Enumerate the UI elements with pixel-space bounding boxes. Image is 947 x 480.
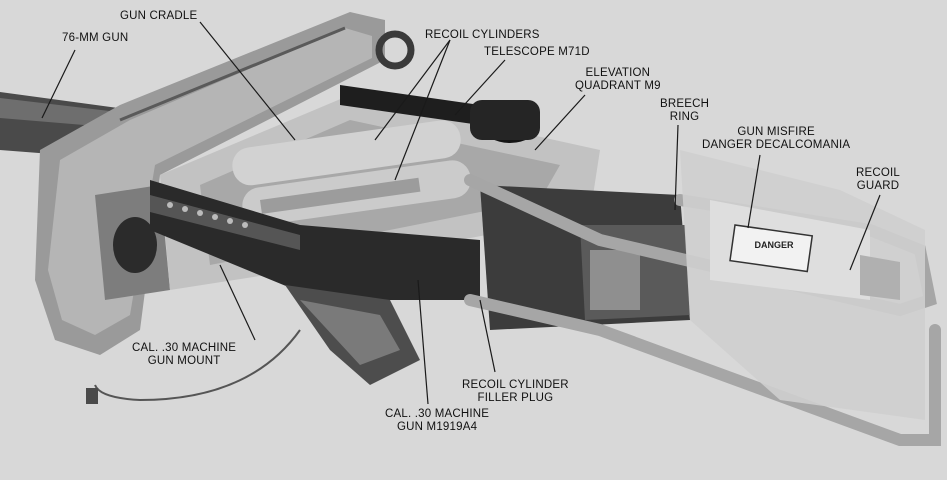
leader-76mm-gun xyxy=(41,49,76,119)
leader-elevation-quadrant xyxy=(534,94,586,151)
label-mg-mount: CAL. .30 MACHINE GUN MOUNT xyxy=(132,342,237,367)
leader-gun-cradle xyxy=(199,21,296,141)
label-telescope: TELESCOPE M71D xyxy=(484,46,590,58)
cable-plug xyxy=(86,388,98,404)
label-recoil-cylinders: RECOIL CYLINDERS xyxy=(425,29,540,41)
leader-mg-mount xyxy=(219,264,256,341)
telescope xyxy=(340,85,540,143)
electric-cable xyxy=(94,329,301,402)
leader-machine-gun xyxy=(417,279,429,405)
label-misfire-decal: GUN MISFIRE DANGER DECALCOMANIA xyxy=(702,126,851,151)
machine-gun xyxy=(150,180,480,300)
leader-filler-plug xyxy=(479,299,496,373)
label-elevation-quadrant: ELEVATION QUADRANT M9 xyxy=(575,67,661,92)
leader-recoil-cylinder-lower xyxy=(394,39,451,181)
leader-misfire-decal xyxy=(747,154,761,229)
danger-decal: DANGER xyxy=(729,224,814,273)
callout-leaders xyxy=(41,21,881,405)
leader-telescope xyxy=(454,59,506,116)
label-breech-ring: BREECH RING xyxy=(660,98,710,123)
machine-gun-mount xyxy=(285,285,420,385)
decal-danger-text: DANGER xyxy=(754,240,794,250)
label-gun-cradle: GUN CRADLE xyxy=(120,10,198,22)
label-filler-plug: RECOIL CYLINDER FILLER PLUG xyxy=(462,379,569,404)
label-recoil-guard: RECOIL GUARD xyxy=(856,167,901,192)
lifting-ring xyxy=(375,30,415,70)
leader-recoil-cylinder-upper xyxy=(374,39,451,141)
label-machine-gun: CAL. .30 MACHINE GUN M1919A4 xyxy=(385,408,490,433)
recoil-cylinders xyxy=(232,120,471,226)
leader-breech-ring xyxy=(674,124,679,211)
breech-ring xyxy=(480,185,690,330)
leader-recoil-guard xyxy=(849,194,881,271)
label-76mm-gun: 76-MM GUN xyxy=(62,32,129,44)
